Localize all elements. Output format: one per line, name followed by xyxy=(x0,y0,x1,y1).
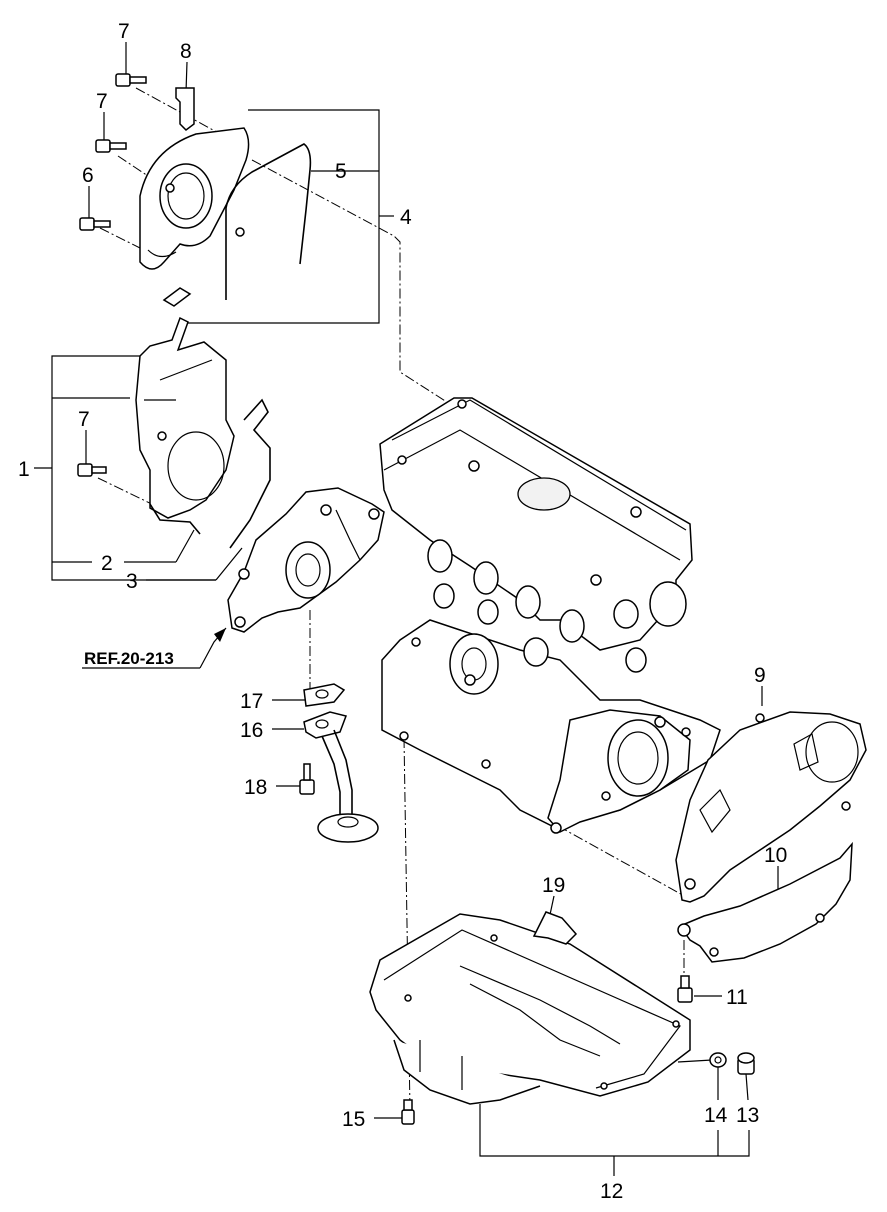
callout-7-mid: 7 xyxy=(96,90,108,113)
engine-block xyxy=(379,397,721,834)
callout-14: 14 xyxy=(704,1104,728,1127)
callout-19: 19 xyxy=(542,874,565,897)
bolt-15 xyxy=(401,1099,415,1125)
callout-13: 13 xyxy=(736,1104,759,1127)
reference-label: REF.20-213 xyxy=(84,649,174,668)
leader-lines xyxy=(34,42,779,1176)
callout-2: 2 xyxy=(101,552,113,575)
reference-pointer xyxy=(82,627,227,669)
callout-7-lower: 7 xyxy=(78,408,90,431)
callout-9: 9 xyxy=(754,664,766,687)
callout-11: 11 xyxy=(726,986,748,1009)
callout-10: 10 xyxy=(764,844,787,867)
callout-8: 8 xyxy=(180,40,192,63)
bolt-7-top xyxy=(115,73,147,87)
bolt-11 xyxy=(677,975,693,1003)
callout-5: 5 xyxy=(335,160,347,183)
drain-plug xyxy=(737,1052,755,1075)
callout-3: 3 xyxy=(126,570,138,593)
upper-cover-gasket xyxy=(225,143,312,300)
upper-timing-cover xyxy=(139,127,250,307)
bolt-6 xyxy=(79,217,111,231)
lower-cover-gasket xyxy=(229,398,271,549)
callout-4: 4 xyxy=(400,206,412,229)
oil-strainer xyxy=(303,683,379,843)
bolt-7-mid xyxy=(95,139,127,153)
oil-pan xyxy=(369,911,691,1105)
callout-1: 1 xyxy=(18,458,30,481)
bolt-18 xyxy=(299,763,315,795)
callout-17: 17 xyxy=(240,690,263,713)
bracket-8 xyxy=(175,87,195,131)
callout-18: 18 xyxy=(244,776,267,799)
callout-7-top: 7 xyxy=(118,20,130,43)
oil-pump xyxy=(227,487,385,633)
bolt-7-lower xyxy=(77,463,107,477)
rear-plate xyxy=(675,711,867,903)
flywheel-cover-plate xyxy=(677,841,853,963)
drain-washer xyxy=(709,1052,727,1068)
callout-16: 16 xyxy=(240,719,263,742)
lower-timing-cover xyxy=(135,316,235,535)
callout-6: 6 xyxy=(82,164,94,187)
callout-12: 12 xyxy=(600,1180,623,1203)
callout-labels: 7 8 7 6 5 4 1 7 2 3 9 10 17 16 18 19 11 … xyxy=(18,20,787,1203)
callout-15: 15 xyxy=(342,1108,365,1131)
